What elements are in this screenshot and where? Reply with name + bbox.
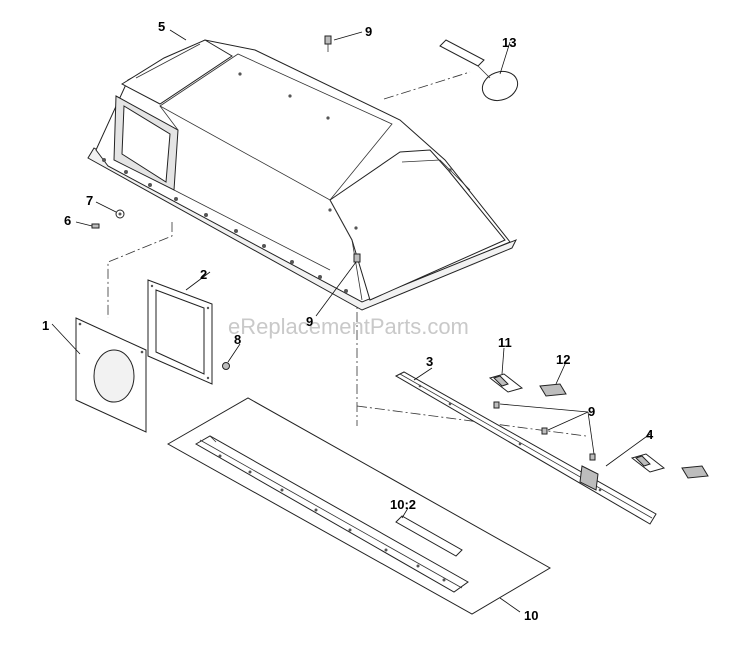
callout-7: 7 — [86, 193, 93, 208]
leader-lines — [51, 29, 651, 613]
watermark-text: eReplacementParts.com — [228, 314, 469, 339]
flange-holes — [102, 72, 452, 293]
part-plate — [75, 317, 147, 433]
part-screw-top — [324, 35, 332, 52]
part-strip — [395, 515, 463, 557]
callout-3: 3 — [426, 354, 433, 369]
part-end-cap — [579, 465, 599, 491]
part-side-rail — [394, 371, 657, 525]
part-rail-assembly — [166, 397, 552, 615]
part-cap — [439, 39, 519, 102]
callout-12: 12 — [556, 352, 570, 367]
callout-11: 11 — [498, 335, 512, 350]
callout-13: 13 — [502, 35, 516, 50]
part-nut — [222, 362, 230, 370]
callout-10: 10 — [524, 608, 538, 623]
callout-5: 5 — [158, 19, 165, 34]
callout-2: 2 — [200, 267, 207, 282]
callout-6: 6 — [64, 213, 71, 228]
callout-labels: 5 9 13 7 6 2 1 8 9 3 11 12 9 4 10:2 10 — [42, 19, 654, 623]
part-screw-mid — [353, 253, 361, 263]
callout-4: 4 — [646, 427, 654, 442]
callout-9-mid: 9 — [306, 314, 313, 329]
callout-9-right: 9 — [588, 404, 595, 419]
callout-8: 8 — [234, 332, 241, 347]
part-hood — [87, 39, 518, 311]
part-gasket — [147, 279, 213, 385]
part-screw-washer — [91, 209, 125, 229]
part-clips-pads — [488, 373, 709, 479]
callout-1: 1 — [42, 318, 49, 333]
callout-9-top: 9 — [365, 24, 372, 39]
callout-10-2: 10:2 — [390, 497, 416, 512]
